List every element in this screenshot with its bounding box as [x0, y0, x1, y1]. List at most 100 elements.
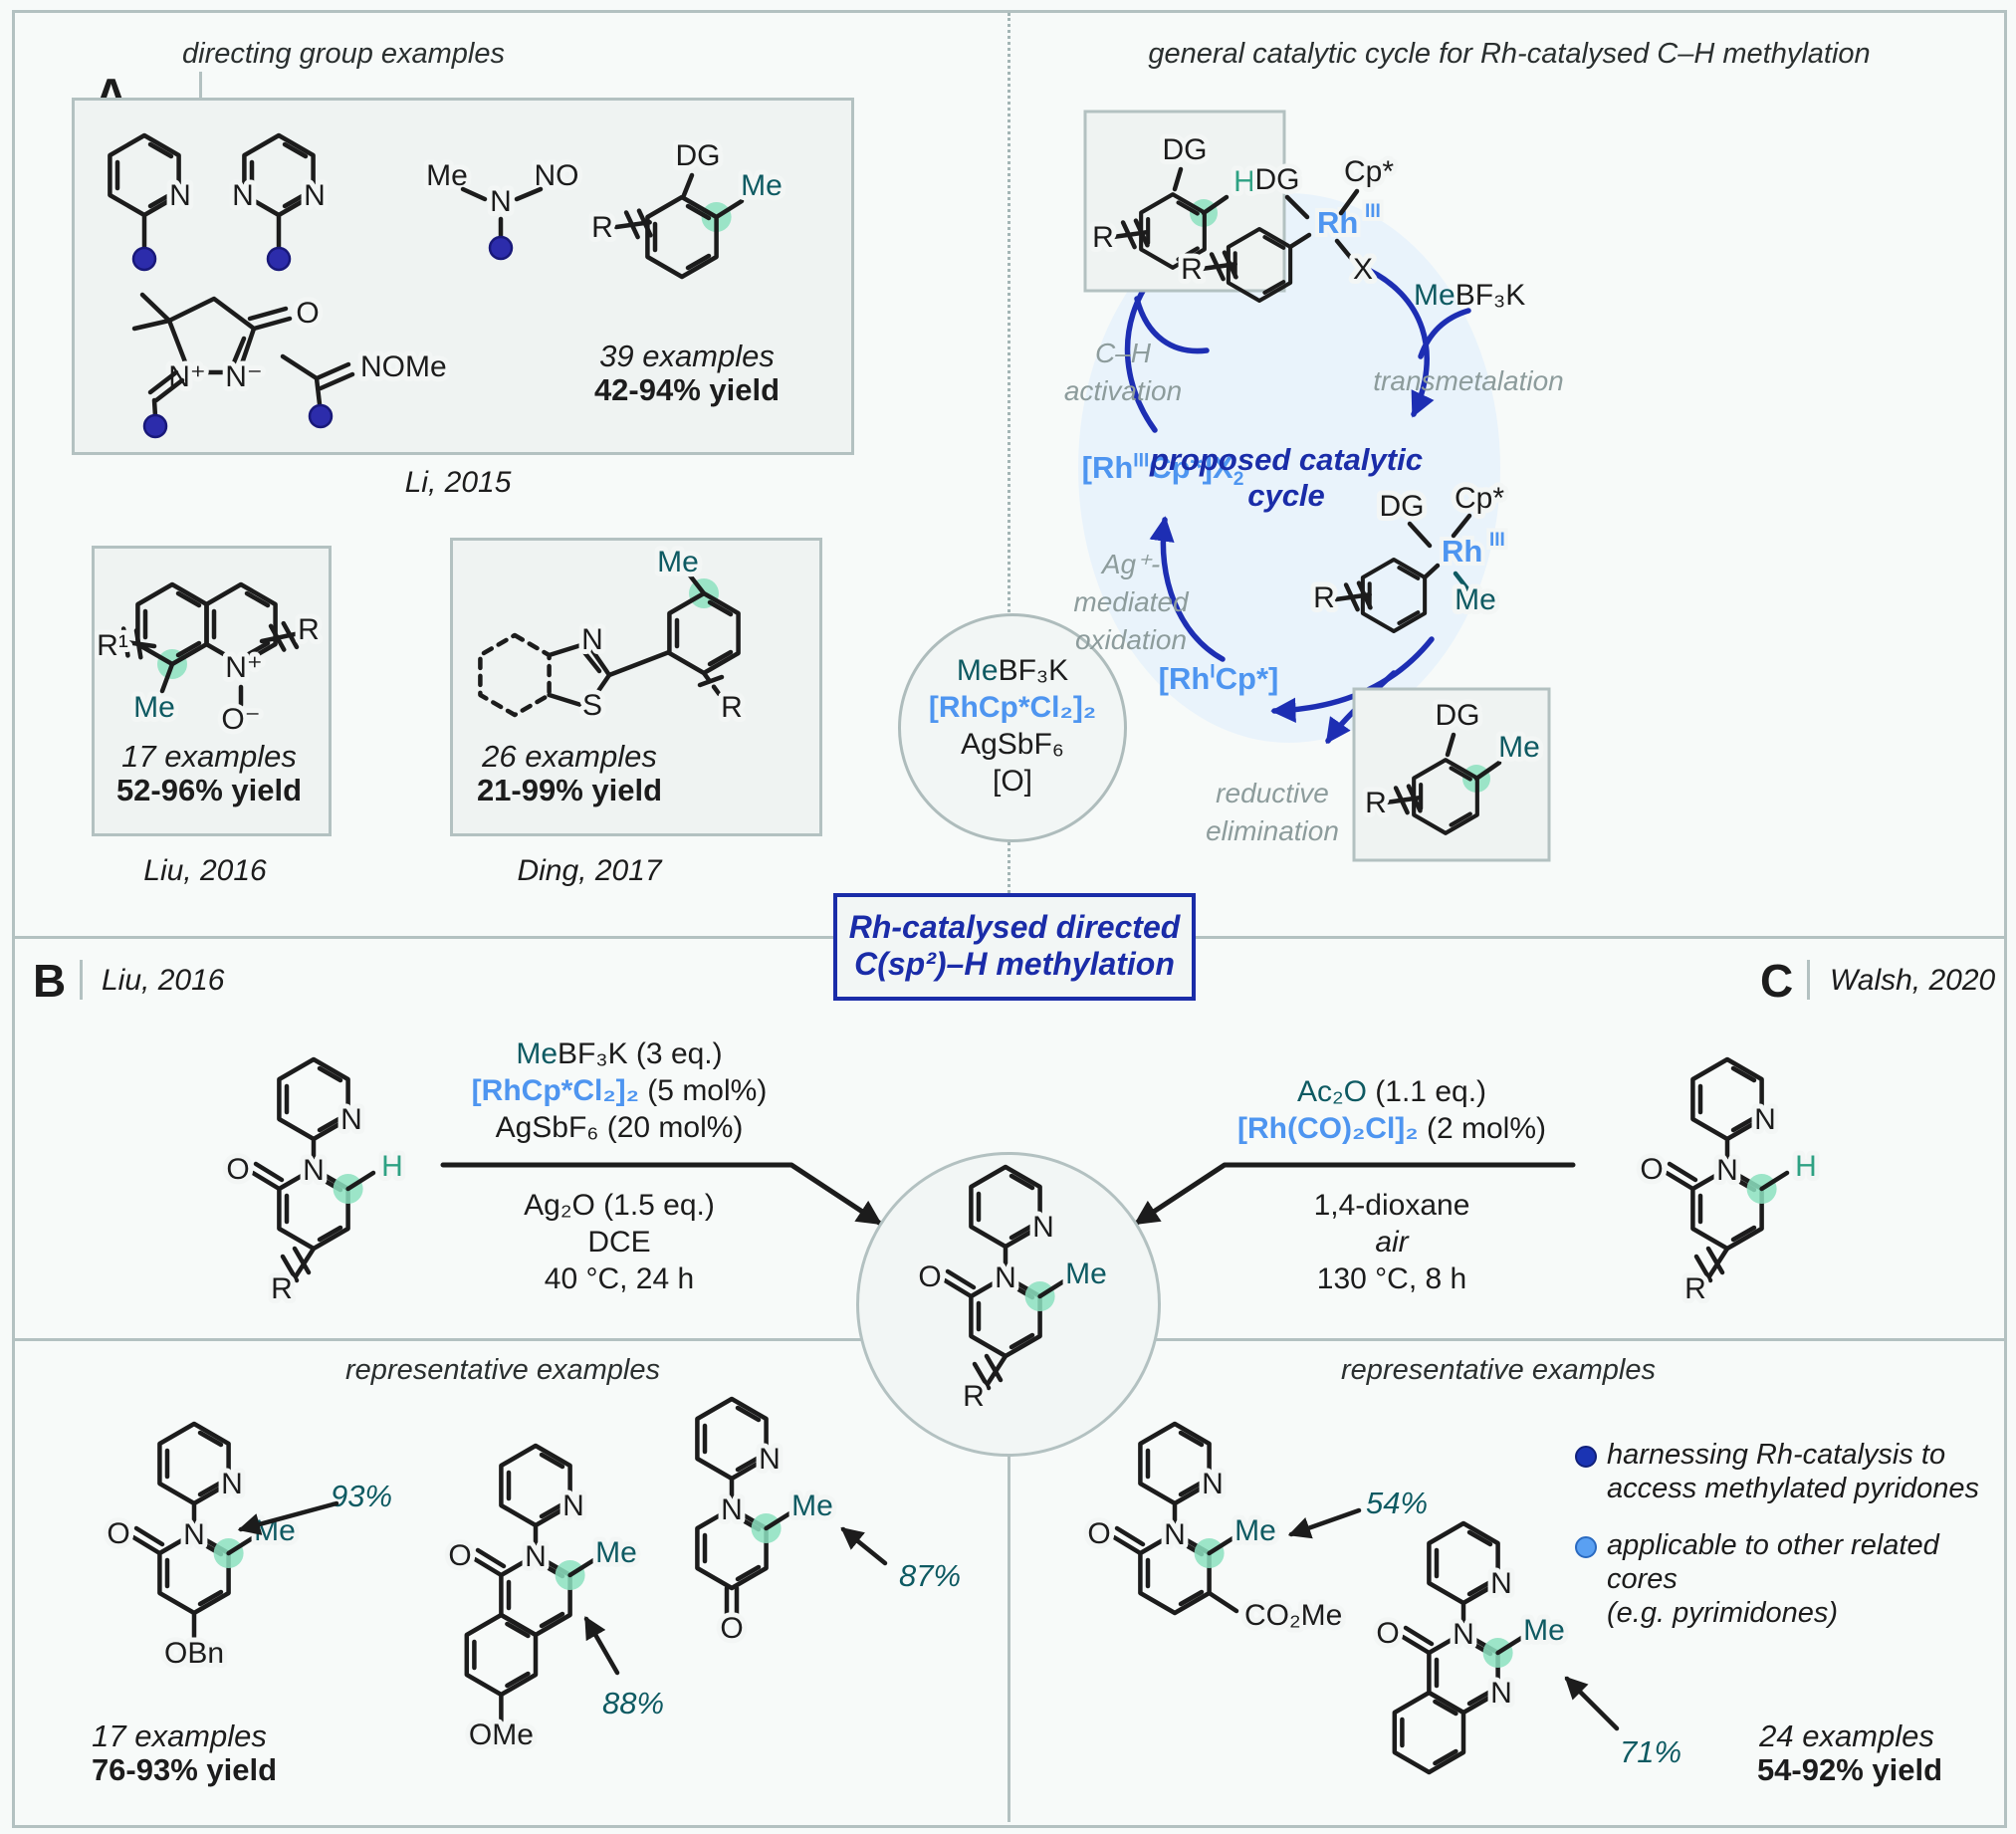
structure-nitrosamine-dg: Me N NO [423, 154, 584, 261]
n-label: N [490, 185, 512, 218]
yield-87: 87% [899, 1558, 962, 1593]
panel-b-bar [80, 960, 83, 1000]
liu-ref: Liu, 2016 [143, 854, 267, 887]
attachment-dot [488, 235, 514, 261]
structure-oxime-dg: NOMe [280, 345, 450, 429]
x-label: X [1353, 253, 1373, 286]
liu-2016-box [92, 546, 332, 836]
structure-example-pyridinone: O [637, 1372, 916, 1650]
rh-label: Rh [1442, 534, 1482, 569]
panel-c-bar [1807, 960, 1810, 1000]
me-label: Me [741, 169, 783, 202]
dg-label: DG [1163, 133, 1208, 166]
main-title-box: Rh-catalysed directed C(sp²)–H methylati… [833, 893, 1196, 1001]
conditions-b-below: Ag₂O (1.5 eq.) DCE 40 °C, 24 h [524, 1189, 715, 1295]
structure-example-obn: OBn [60, 1386, 358, 1675]
structure-reactant-b [174, 1008, 453, 1336]
li-ref: Li, 2015 [404, 466, 512, 499]
dg-label: DG [1255, 163, 1300, 196]
yield-arrow-54 [1287, 1507, 1362, 1539]
bullet-2-text: applicable to other related cores(e.g. p… [1607, 1529, 1939, 1629]
nome-label: NOMe [360, 350, 447, 383]
panel-a-bar [199, 72, 202, 115]
structure-cycle-int1: DG Rh III Cp* X R [1176, 150, 1399, 301]
me-label: Me [426, 159, 468, 192]
outer-border [12, 10, 2007, 1828]
yield-arrow-88 [583, 1616, 620, 1676]
obn-label: OBn [164, 1637, 224, 1670]
cycle-mebf3k: MeBF₃K [1414, 279, 1526, 312]
r-label: R [1181, 253, 1203, 286]
dg-label: DG [676, 139, 721, 172]
r-label: R [1365, 787, 1387, 819]
panel-a-left-title: directing group examples [181, 38, 506, 70]
r-label: R [591, 211, 613, 244]
arrow-ag-oxidation [1149, 516, 1226, 662]
reagent-rhcp: [RhCp*Cl₂]₂ [928, 691, 1097, 724]
attachment-dot [266, 246, 292, 272]
attachment-dot [142, 413, 168, 439]
cp-label: Cp* [1455, 482, 1504, 515]
me-label: Me [657, 546, 699, 578]
rh-oxstate: III [1489, 530, 1505, 551]
attachment-dot [131, 246, 157, 272]
dg-label: DG [1380, 490, 1425, 523]
structure-reactant-c [1588, 1008, 1867, 1336]
rh-label: Rh [1317, 205, 1358, 240]
panel-c-ref: Walsh, 2020 [1830, 964, 1996, 997]
rep-examples-b-title: representative examples [345, 1354, 660, 1386]
panel-b-label: B [33, 955, 67, 1007]
structure-cycle-substrate: DG H R [1087, 128, 1260, 268]
yield-arrow-87 [840, 1526, 888, 1566]
me-label: Me [133, 691, 175, 724]
n-label: N [581, 623, 603, 656]
ding-yield: 21-99% yield [476, 773, 663, 807]
reaction-arrow-b [440, 1162, 883, 1226]
product-circle [856, 1152, 1161, 1457]
arrow-mebf3k-entry [1418, 308, 1471, 359]
n-label: N [169, 179, 191, 212]
panel-b-stat-examples: 17 examples [92, 1719, 267, 1753]
arrow-substrate-entry [1134, 296, 1210, 354]
structure-example-quinazolinone: N [1359, 1498, 1658, 1834]
n-label: N [232, 179, 254, 212]
conditions-c-below: 1,4-dioxane air 130 °C, 8 h [1313, 1189, 1470, 1295]
panel-b-ref: Liu, 2016 [102, 964, 225, 997]
structure-example-ome: OMe [388, 1414, 687, 1756]
cycle-blob [1078, 193, 1500, 743]
dotted-divider-vertical [1008, 13, 1010, 893]
r-label: R [721, 691, 743, 724]
n-minus-label: N⁻ [225, 360, 263, 393]
reagent-oxidant: [O] [992, 765, 1032, 798]
structure-pyridine-dg: N [80, 117, 196, 272]
li-examples: 39 examples [599, 339, 775, 373]
o-minus-label: O⁻ [221, 703, 260, 736]
structure-benzothiazole-arene: N S Me R [460, 546, 748, 729]
ding-examples: 26 examples [482, 739, 657, 774]
structure-pyrazolone-dg: O N⁺ N⁻ [131, 292, 325, 439]
liu-examples: 17 examples [121, 739, 297, 774]
conditions-c-above: Ac₂O (1.1 eq.) [Rh(CO)₂Cl]₂ (2 mol%) [1237, 1075, 1546, 1145]
o-label: O [296, 297, 319, 330]
main-title-line1: Rh-catalysed directed [848, 909, 1181, 945]
o-label: O [720, 1612, 743, 1645]
h-label: H [1233, 165, 1255, 198]
structure-methylated-arene: DG Me R [586, 134, 787, 332]
yield-arrow-93 [237, 1500, 339, 1535]
structure-example-co2me: CO₂Me [1070, 1386, 1347, 1637]
divider-b-c-vertical [1008, 1338, 1010, 1822]
s-label: S [582, 689, 602, 722]
no-label: NO [535, 159, 579, 192]
conditions-b-above: MeBF₃K (3 eq.) [RhCp*Cl₂]₂ (5 mol%) AgSb… [471, 1037, 768, 1144]
reagent-circle: MeBF₃K [RhCp*Cl₂]₂ AgSbF₆ [O] [898, 613, 1127, 842]
arrow-transmetalation [1359, 264, 1435, 418]
attachment-dot [308, 403, 334, 429]
catalytic-cycle-graphic: DG H R DG Rh III Cp* X R DG [1078, 110, 1551, 862]
yield-arrow-71 [1564, 1676, 1620, 1731]
li-2015-box [72, 98, 854, 455]
